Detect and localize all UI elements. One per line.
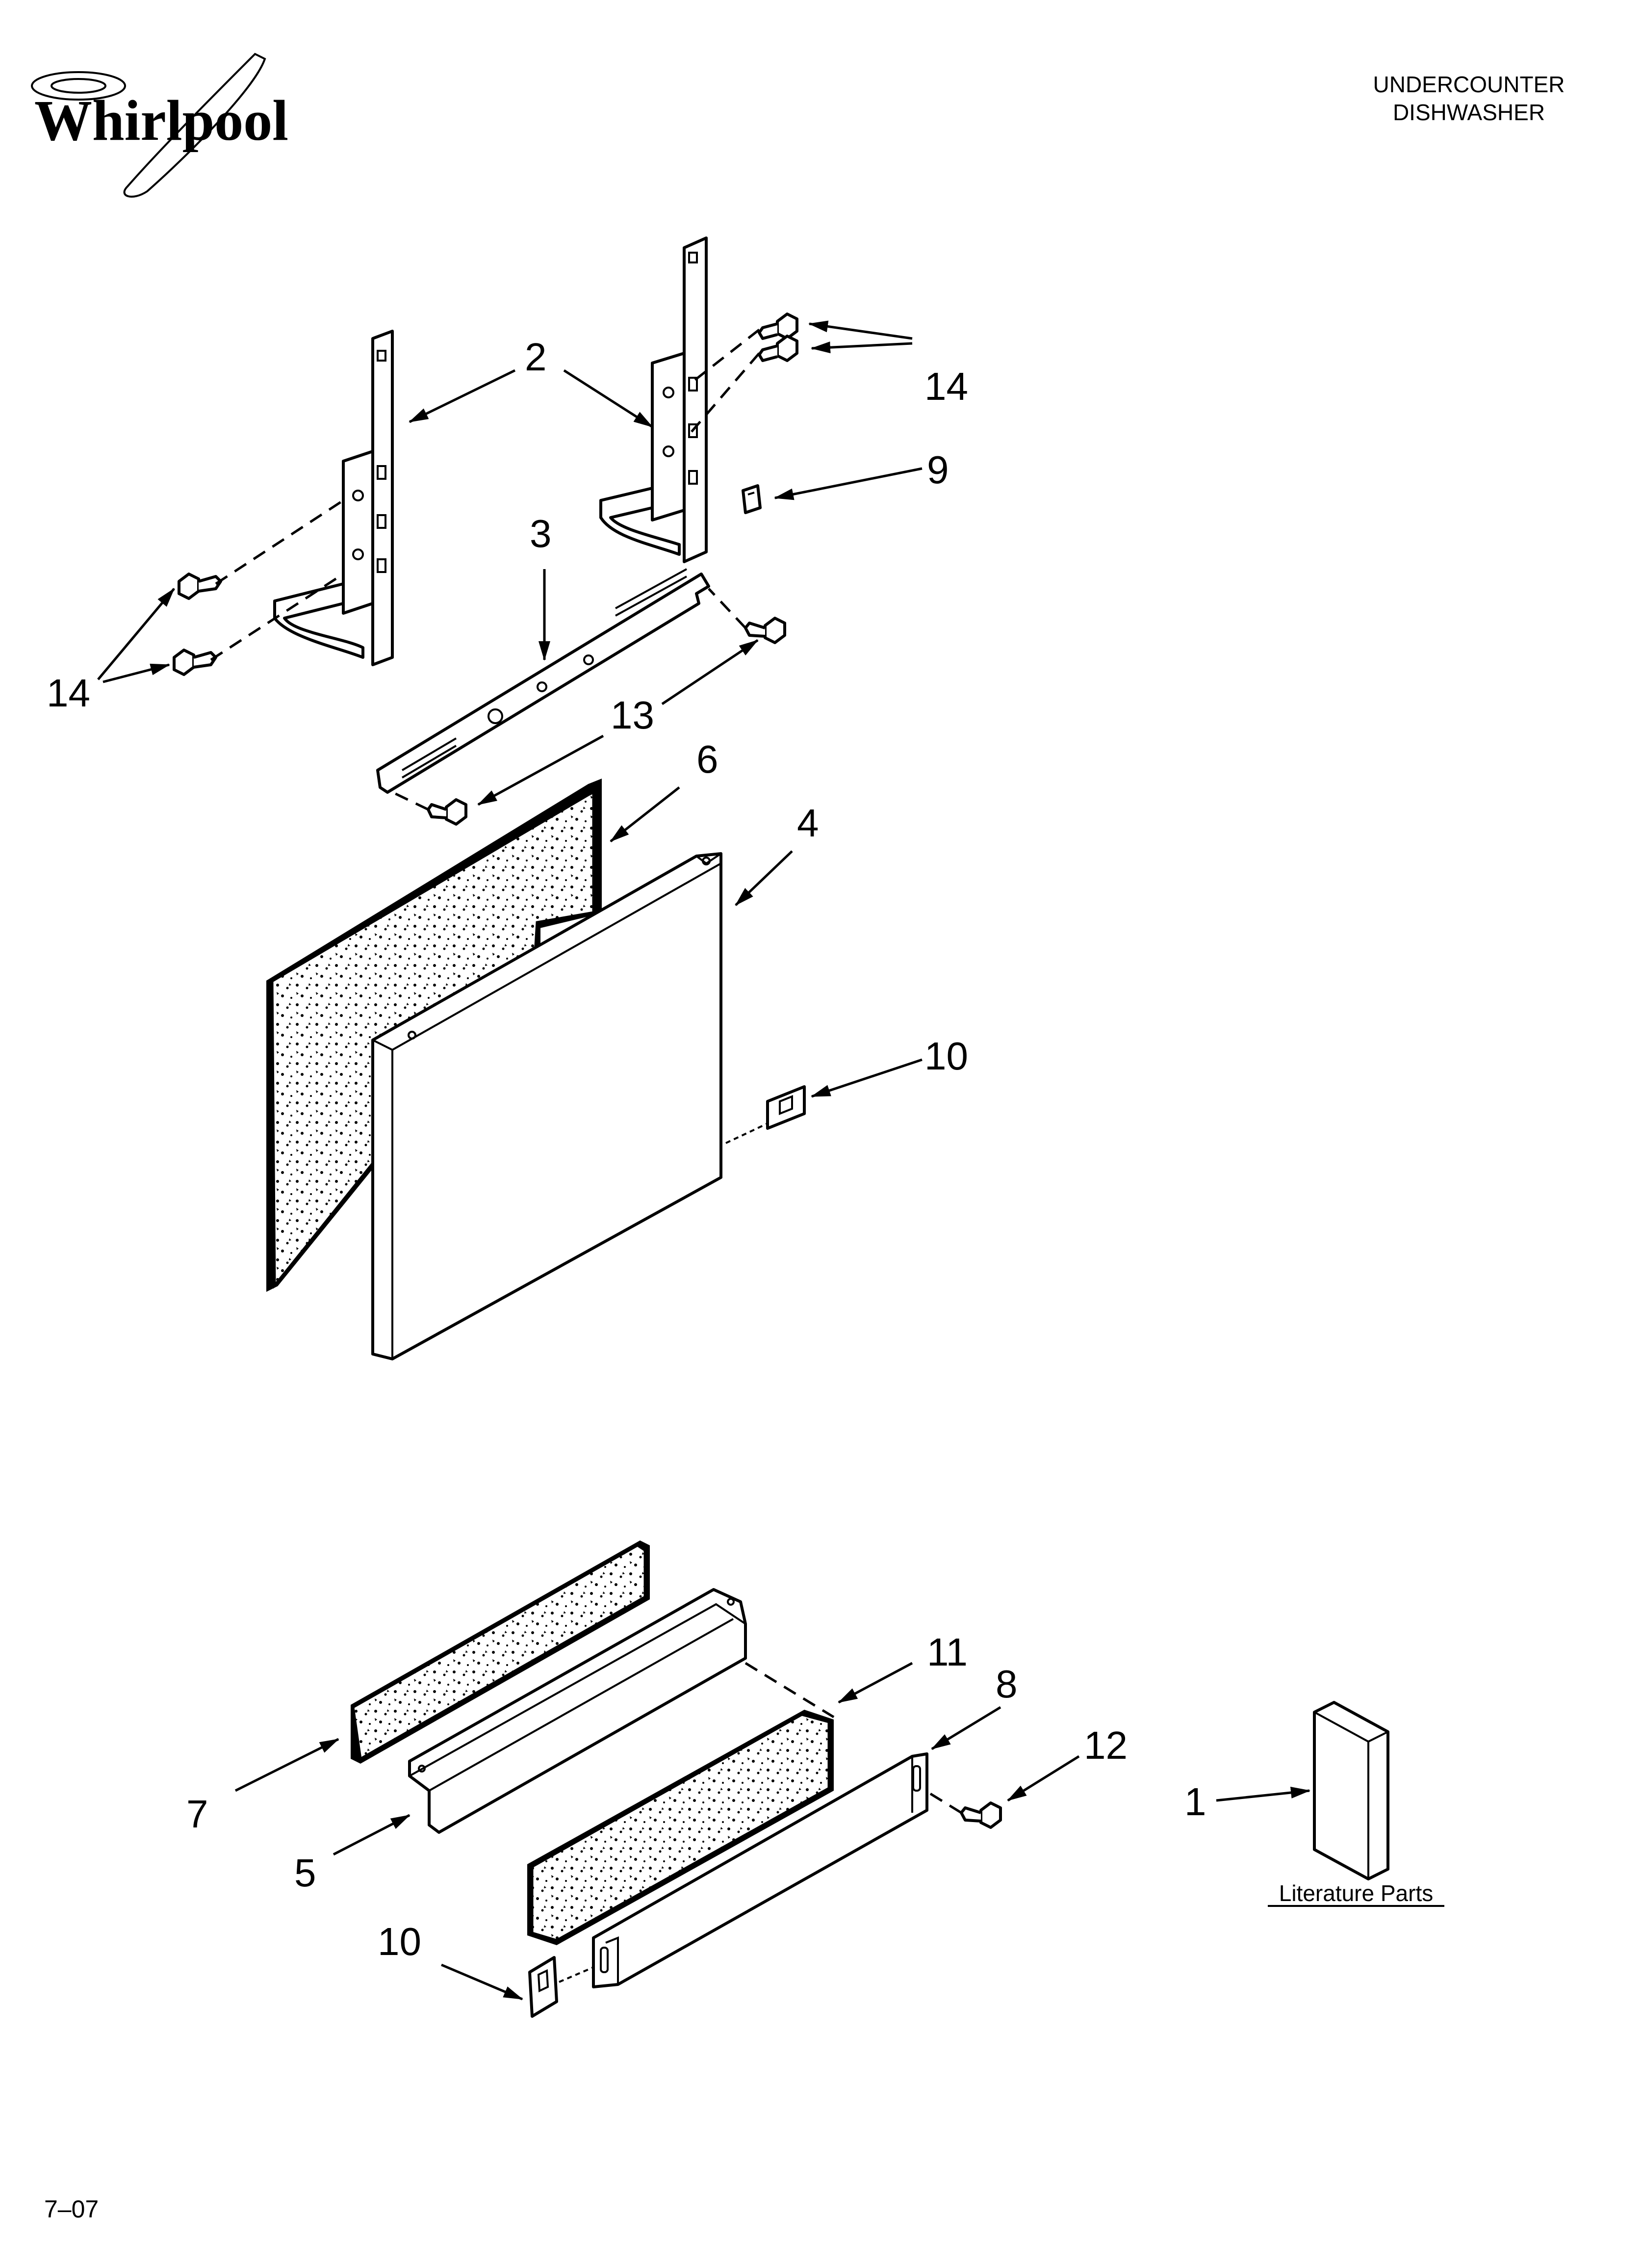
part-4-outer-door-panel xyxy=(371,852,722,1360)
callout-7: 7 xyxy=(186,1792,208,1836)
brand-logo-text: Whirlpool xyxy=(34,88,288,153)
callout-14-left: 14 xyxy=(47,671,90,715)
callout-8: 8 xyxy=(996,1662,1018,1706)
callout-14-right: 14 xyxy=(924,365,968,408)
callout-9: 9 xyxy=(927,448,949,492)
part-13-screw-lower xyxy=(427,798,467,826)
part-1-literature-booklet xyxy=(1313,1701,1389,1880)
literature-parts-label: Literature Parts xyxy=(1279,1880,1433,1906)
part-14-screw-left-upper xyxy=(178,573,222,600)
logo-swirl-inner xyxy=(51,78,106,94)
callout-11: 11 xyxy=(927,1630,968,1674)
callout-5: 5 xyxy=(294,1851,316,1895)
part-2-right-hinge-bracket xyxy=(599,236,708,563)
page-title-line-2: DISHWASHER xyxy=(1393,100,1545,125)
logo-swoosh xyxy=(123,52,266,198)
part-10-clip-lower xyxy=(528,1956,558,2018)
part-12-screw xyxy=(960,1801,1002,1829)
part-11-foam-block xyxy=(527,1710,834,1945)
callout-13: 13 xyxy=(611,693,654,737)
leader-lines xyxy=(97,320,1310,2001)
part-14-screw-left-lower xyxy=(173,649,217,676)
callout-1: 1 xyxy=(1184,1780,1206,1824)
part-8-toe-kick-front xyxy=(592,1752,928,1988)
part-3-door-brace xyxy=(376,568,710,794)
callout-10-upper: 10 xyxy=(924,1034,968,1078)
callout-4: 4 xyxy=(797,801,819,845)
logo-swirl-outer xyxy=(31,71,126,101)
whirlpool-logo: Whirlpool xyxy=(31,52,288,198)
part-13-screw-upper xyxy=(744,617,786,644)
part-2-left-hinge-bracket xyxy=(273,330,394,666)
callout-12: 12 xyxy=(1084,1723,1128,1767)
callout-3: 3 xyxy=(530,512,552,555)
part-7-toe-kick-insulation xyxy=(351,1540,650,1764)
part-5-toe-kick-panel xyxy=(408,1588,747,1834)
page-title-line-1: UNDERCOUNTER xyxy=(1373,72,1565,97)
part-14-screw-right-upper xyxy=(758,313,798,340)
part-9-clip xyxy=(742,484,762,514)
part-10-clip-upper xyxy=(766,1085,806,1130)
callout-6: 6 xyxy=(696,737,718,781)
callout-10-lower: 10 xyxy=(378,1920,421,1963)
callout-2: 2 xyxy=(525,335,547,379)
footer-date-code: 7–07 xyxy=(44,2195,99,2223)
part-14-screw-right-lower xyxy=(758,335,798,362)
